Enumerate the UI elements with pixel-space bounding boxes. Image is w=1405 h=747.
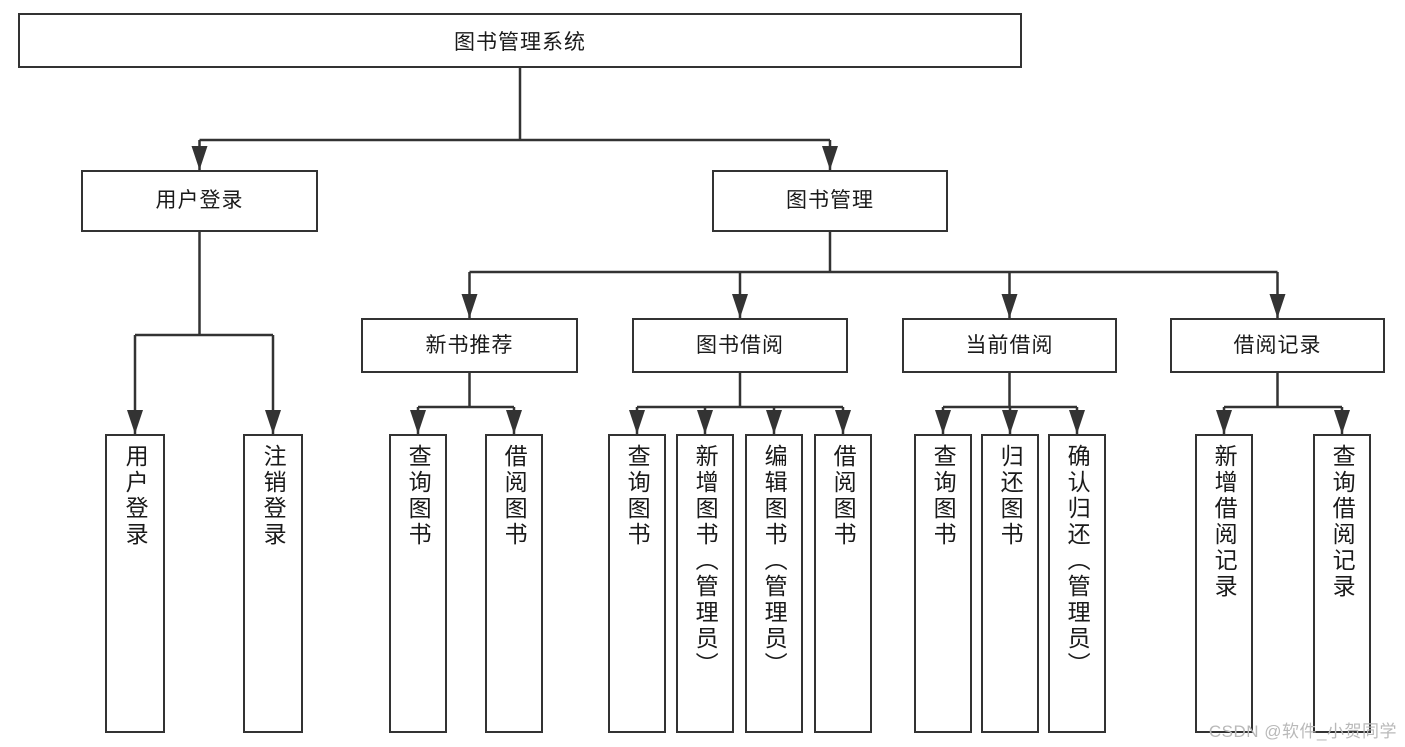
leaf-query-book-recommend[interactable]: 查询图书 — [389, 434, 447, 733]
node-borrow-record[interactable]: 借阅记录 — [1170, 318, 1385, 373]
leaf-query-borrow-record[interactable]: 查询借阅记录 — [1313, 434, 1371, 733]
node-label: 确认归还（管理员） — [1064, 444, 1091, 678]
node-label: 查询图书 — [624, 444, 651, 548]
leaf-borrow-book-recommend[interactable]: 借阅图书 — [485, 434, 543, 733]
leaf-edit-book-admin[interactable]: 编辑图书（管理员） — [745, 434, 803, 733]
node-new-book-recommend[interactable]: 新书推荐 — [361, 318, 578, 373]
leaf-query-book-current[interactable]: 查询图书 — [914, 434, 972, 733]
node-root-system[interactable]: 图书管理系统 — [18, 13, 1022, 68]
node-label: 新书推荐 — [425, 333, 514, 357]
node-label: 图书管理系统 — [454, 30, 586, 54]
node-label: 编辑图书（管理员） — [761, 444, 788, 678]
leaf-return-book[interactable]: 归还图书 — [981, 434, 1039, 733]
node-label: 查询图书 — [405, 444, 432, 548]
node-label: 图书管理 — [786, 189, 874, 213]
node-label: 归还图书 — [997, 444, 1024, 548]
leaf-borrow-book-borrow[interactable]: 借阅图书 — [814, 434, 872, 733]
node-label: 注销登录 — [260, 444, 287, 548]
leaf-logout[interactable]: 注销登录 — [243, 434, 303, 733]
watermark-text: CSDN @软件_小贺同学 — [1208, 722, 1397, 741]
node-label: 用户登录 — [155, 189, 244, 213]
node-label: 借阅记录 — [1233, 333, 1322, 357]
node-book-manage[interactable]: 图书管理 — [712, 170, 948, 232]
node-user-login[interactable]: 用户登录 — [81, 170, 318, 232]
leaf-query-book-borrow[interactable]: 查询图书 — [608, 434, 666, 733]
node-label: 借阅图书 — [501, 444, 528, 548]
node-label: 查询图书 — [930, 444, 957, 548]
leaf-user-login[interactable]: 用户登录 — [105, 434, 165, 733]
node-label: 新增图书（管理员） — [692, 444, 719, 678]
node-book-borrow[interactable]: 图书借阅 — [632, 318, 848, 373]
node-label: 用户登录 — [122, 444, 149, 548]
node-label: 图书借阅 — [696, 333, 784, 357]
node-label: 借阅图书 — [830, 444, 857, 548]
node-label: 新增借阅记录 — [1211, 444, 1238, 600]
leaf-confirm-return-admin[interactable]: 确认归还（管理员） — [1048, 434, 1106, 733]
node-label: 当前借阅 — [965, 333, 1054, 357]
leaf-add-book-admin[interactable]: 新增图书（管理员） — [676, 434, 734, 733]
node-current-borrow[interactable]: 当前借阅 — [902, 318, 1117, 373]
leaf-add-borrow-record[interactable]: 新增借阅记录 — [1195, 434, 1253, 733]
node-label: 查询借阅记录 — [1329, 444, 1356, 600]
